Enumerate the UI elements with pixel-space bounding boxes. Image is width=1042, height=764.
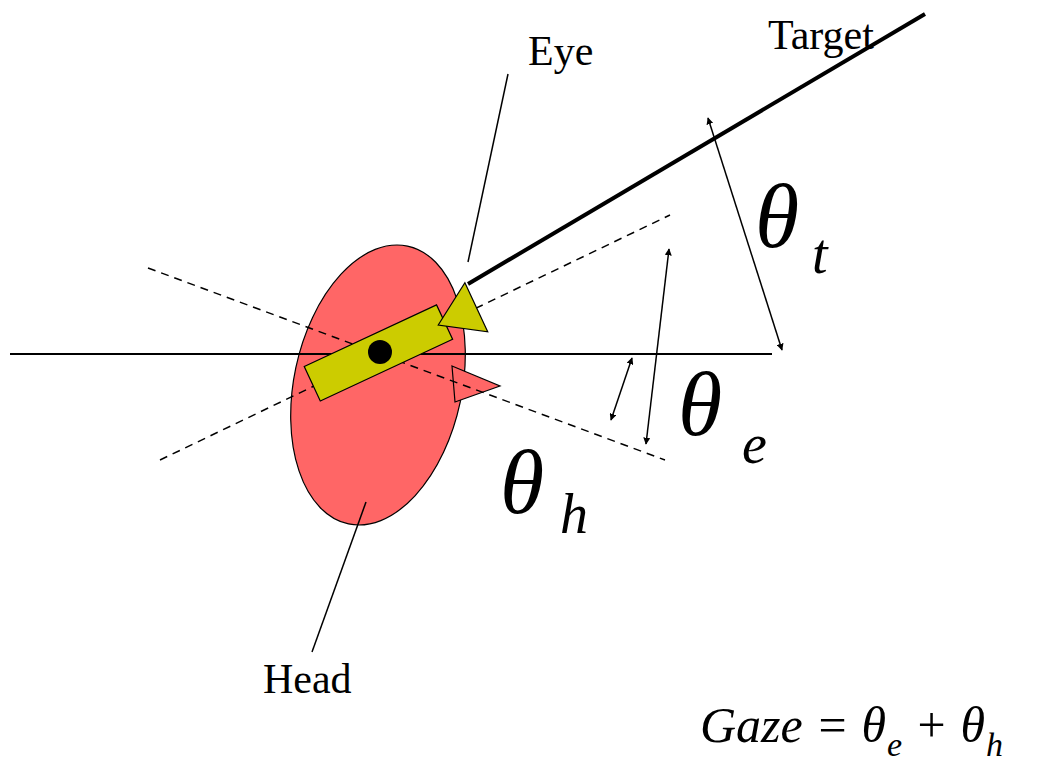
formula-text: + θ [914, 700, 985, 750]
angle-subscript: h [560, 486, 588, 542]
angle-symbol: θ [678, 360, 722, 450]
formula-subscript: h [986, 728, 1003, 762]
theta-e-arrow [646, 249, 669, 444]
eye-rectangle [304, 305, 452, 401]
eye-leader [468, 74, 508, 262]
head-direction-line [148, 268, 665, 460]
callout-label: Head [263, 658, 352, 700]
angle-symbol: θ [755, 172, 799, 262]
callout-label: Eye [528, 30, 593, 72]
head-leader [312, 502, 366, 652]
eye-symbol [301, 283, 488, 408]
angle-subscript: e [742, 416, 767, 472]
formula-subscript: e [887, 728, 902, 762]
formula-text: Gaze = θ [700, 700, 886, 750]
pivot-dot [368, 340, 392, 364]
target-line [468, 14, 925, 284]
angle-symbol: θ [500, 438, 544, 528]
angle-subscript: t [812, 226, 828, 282]
callout-label: Target [768, 14, 874, 56]
eye-direction-line [160, 215, 670, 460]
eye-cone [427, 283, 488, 350]
theta-h-arrow [611, 358, 632, 420]
